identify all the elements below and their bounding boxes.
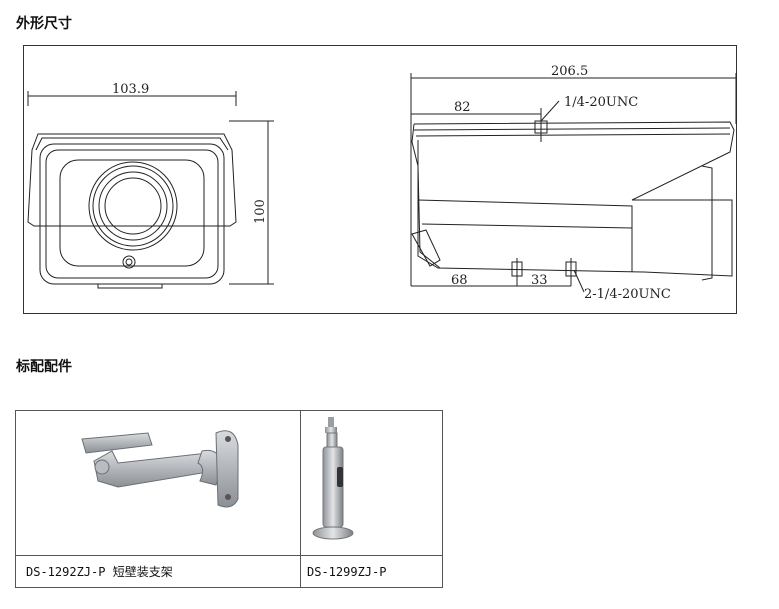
- dim-side-length: 206.5: [551, 64, 588, 79]
- side-view: [410, 73, 737, 293]
- camera-dimension-svg: 103.9 100 206.5 82 1/4-20UNC 68 33 2-1/4…: [27, 64, 737, 302]
- dim-top-offset: 82: [454, 100, 471, 115]
- accessory-image-cell: [15, 410, 301, 556]
- dim-bottom-offset: 68: [451, 273, 468, 288]
- wall-bracket-image: [81, 430, 239, 508]
- dimension-drawing: 103.9 100 206.5 82 1/4-20UNC 68 33 2-1/4…: [23, 45, 737, 314]
- accessory-image-cell: [300, 410, 443, 556]
- dim-bottom-spacing: 33: [531, 273, 548, 288]
- accessory-caption: DS-1292ZJ-P 短壁装支架: [15, 555, 301, 588]
- dim-height: 100: [253, 199, 268, 224]
- dim-top-thread: 1/4-20UNC: [564, 95, 638, 110]
- accessory-caption: DS-1299ZJ-P: [300, 555, 443, 588]
- dim-bottom-thread: 2-1/4-20UNC: [584, 287, 671, 302]
- front-view: [27, 91, 274, 289]
- section-title-dimensions: 外形尺寸: [16, 16, 72, 32]
- accessories-table: DS-1292ZJ-P 短壁装支架 DS-1299ZJ-P: [15, 410, 443, 588]
- dim-front-width: 103.9: [112, 82, 149, 97]
- section-title-accessories: 标配配件: [16, 359, 72, 375]
- pole-mount-image: [312, 417, 354, 540]
